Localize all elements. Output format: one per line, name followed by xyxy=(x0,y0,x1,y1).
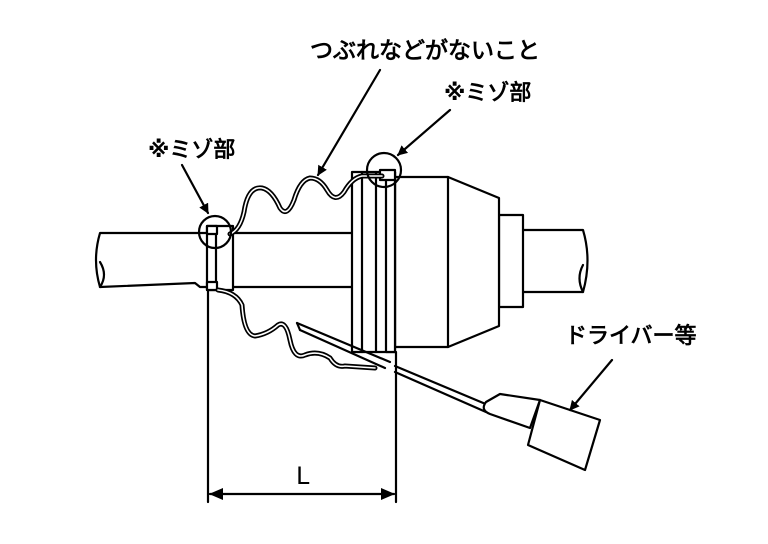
outer-housing xyxy=(393,175,525,349)
boot-band-large xyxy=(350,168,397,354)
leader-groove-left xyxy=(180,163,210,215)
leader-no-crush xyxy=(316,68,382,177)
label-groove-left: ※ミゾ部 xyxy=(148,138,236,163)
boot-band-small xyxy=(205,224,235,292)
shaft-right xyxy=(518,228,589,294)
screwdriver xyxy=(295,321,602,472)
label-no-crush: つぶれなどがないこと xyxy=(310,38,540,64)
label-dimension-l: L xyxy=(296,462,310,490)
label-groove-right: ※ミゾ部 xyxy=(444,81,532,106)
groove-circle-left xyxy=(197,214,233,250)
leader-groove-right xyxy=(396,108,452,157)
dimension-l xyxy=(206,288,398,504)
leader-driver xyxy=(568,358,614,412)
label-driver: ドライバー等 xyxy=(565,324,697,349)
groove-circle-right xyxy=(365,151,403,189)
boot-bellows xyxy=(215,173,385,371)
